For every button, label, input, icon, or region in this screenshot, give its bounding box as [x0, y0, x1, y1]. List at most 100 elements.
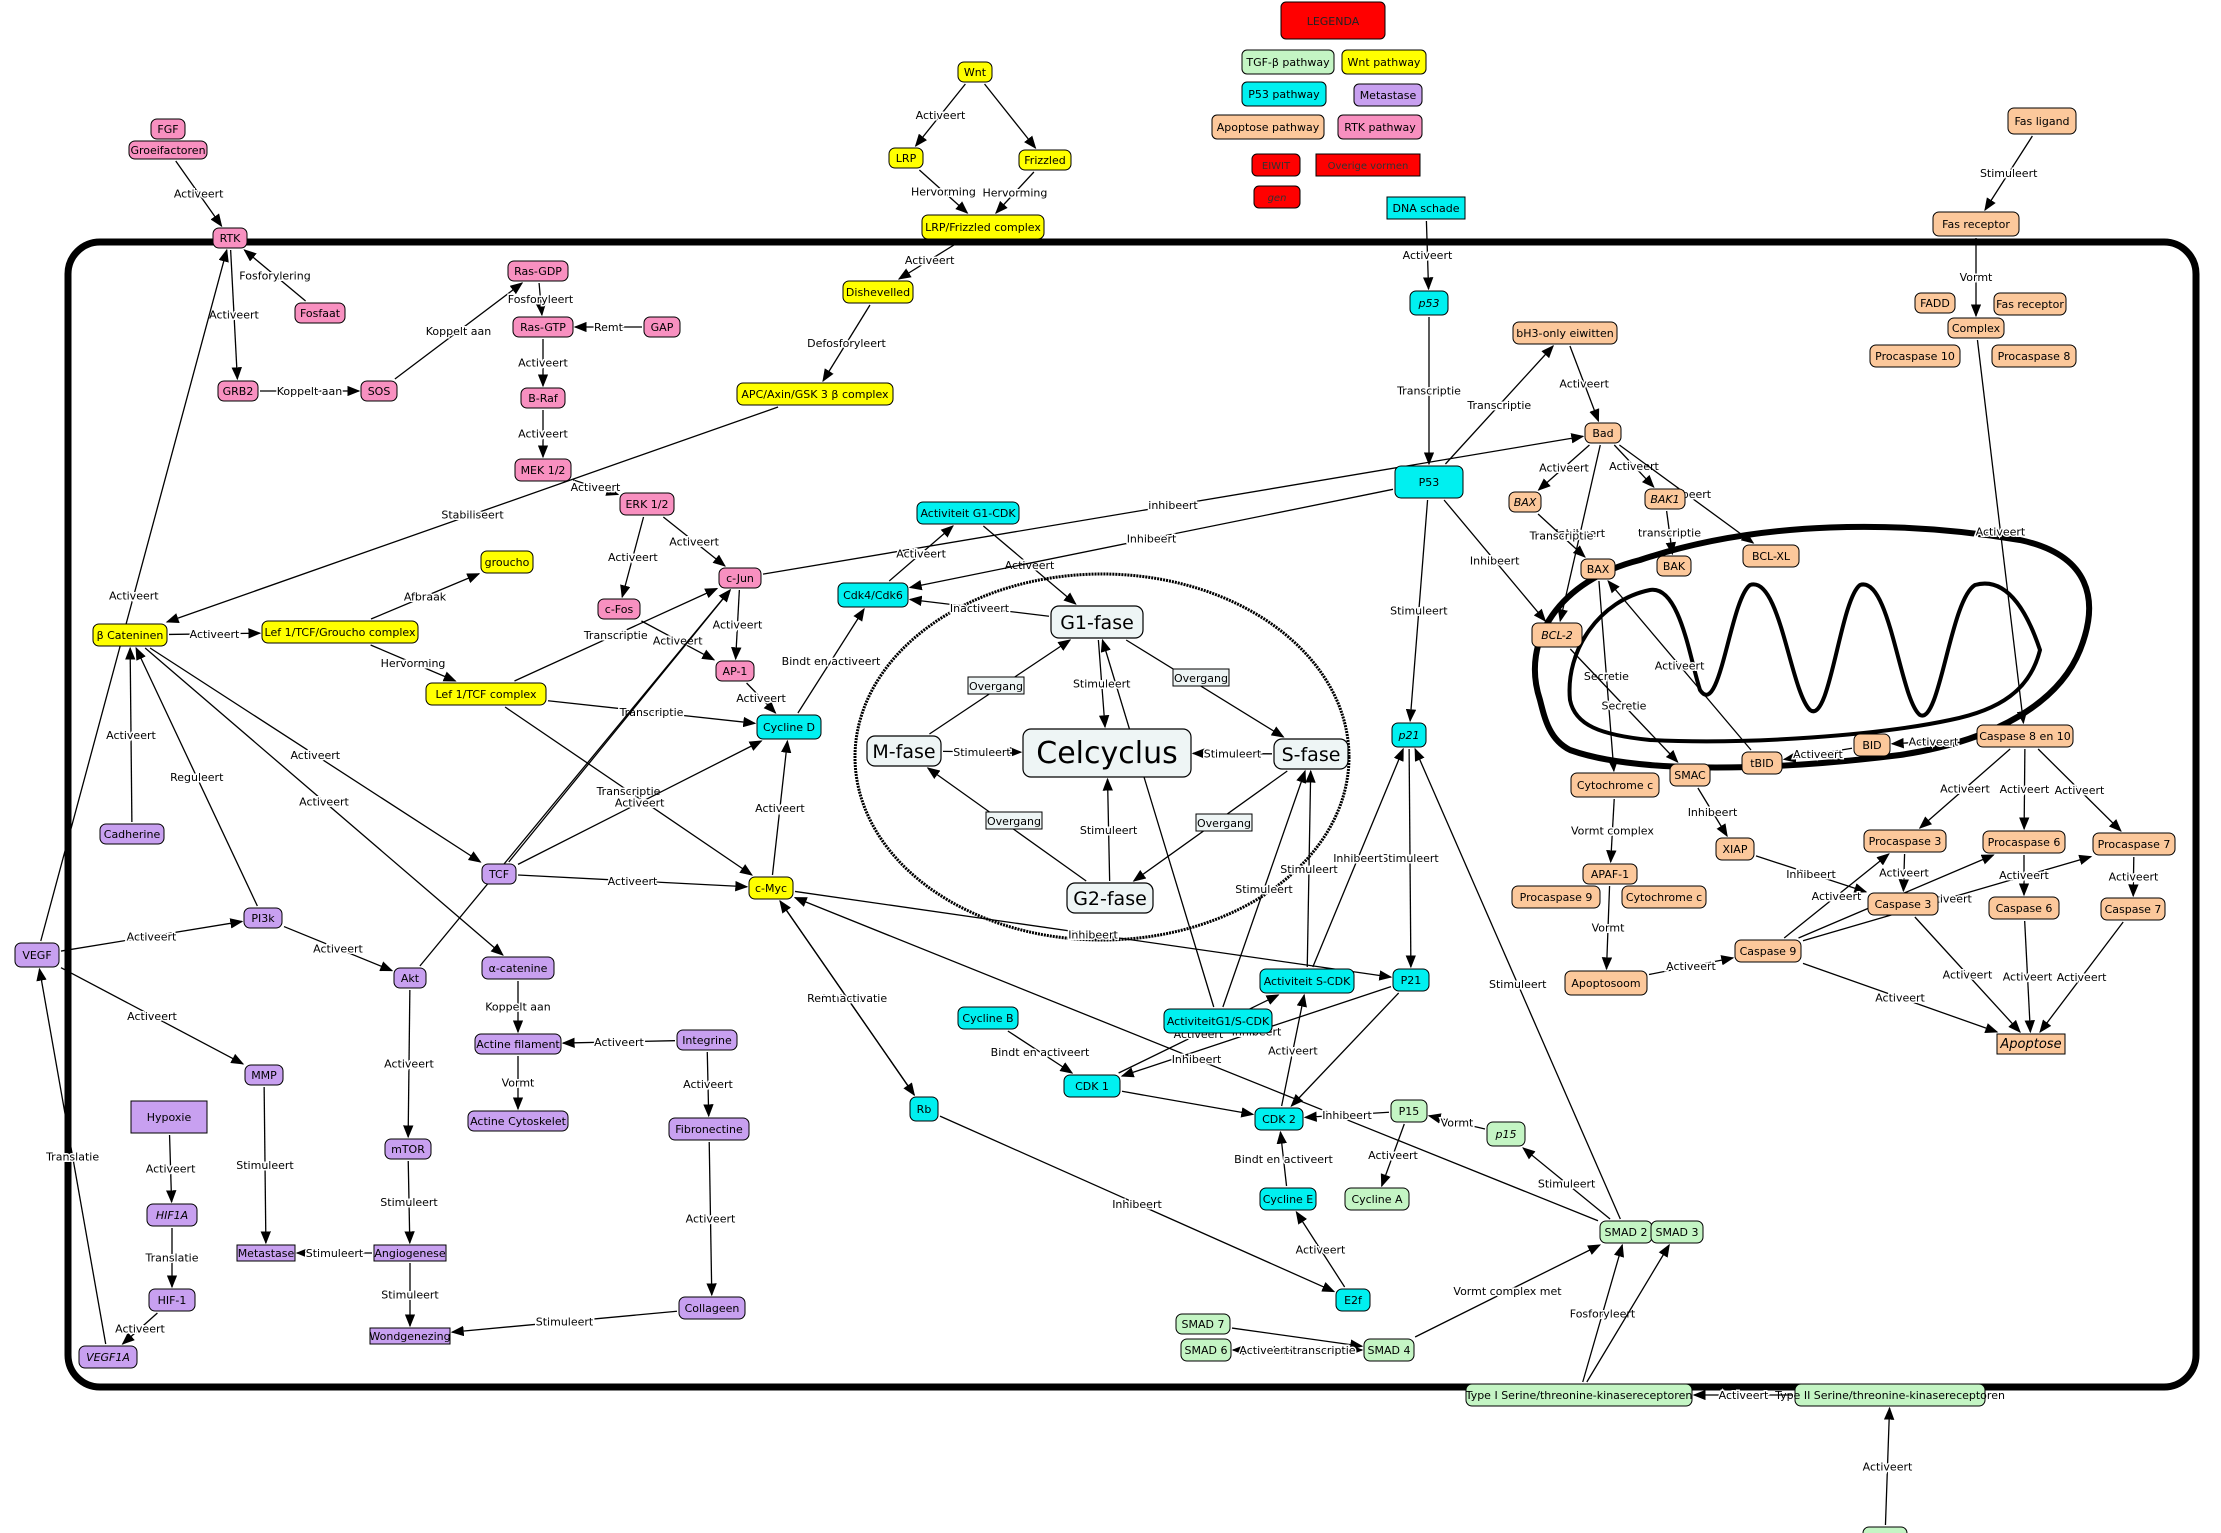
edge-label: Activeert	[896, 548, 946, 561]
node-dnaschade: DNA schade	[1386, 196, 1466, 220]
edge-label: Vormt	[1592, 922, 1625, 935]
node-groeif: Groeifactoren	[128, 140, 208, 160]
node-label: APC/Axin/GSK 3 β complex	[741, 388, 889, 401]
node-box	[1335, 1288, 1371, 1312]
node-label: Actine filament	[476, 1038, 560, 1051]
edge-label: Hervorming	[381, 657, 446, 670]
edge-label: Activeert	[1559, 378, 1609, 391]
node-box	[718, 567, 762, 589]
node-tcf: TCF	[481, 863, 517, 885]
node-box	[678, 1296, 746, 1320]
legend-eiwit-label: EIWIT	[1262, 161, 1291, 172]
edge-label: Activeert	[1719, 1389, 1769, 1402]
overgang-label: Overgang	[1174, 672, 1228, 685]
edge-phase_g1-to-phase_center	[1097, 639, 1110, 729]
edge-leftcf-to-cjun	[514, 587, 719, 682]
edge-actg1s-to-phase_g1	[1100, 638, 1215, 1008]
edge-label: Activeert	[905, 254, 955, 267]
node-box	[1650, 1220, 1704, 1244]
node-mtor: mTOR	[384, 1138, 432, 1160]
node-box	[1531, 622, 1583, 648]
node-label: RTK	[220, 232, 242, 245]
overgang-box	[985, 811, 1043, 830]
edge-integrine-to-fibronectine	[703, 1051, 714, 1118]
edge-label: Activeert	[127, 930, 177, 943]
node-label: DNA schade	[1393, 202, 1460, 215]
node-box	[916, 501, 1020, 525]
node-box	[1715, 837, 1755, 861]
phase-label: S-fase	[1282, 744, 1341, 766]
node-hif1: HIF-1	[148, 1288, 196, 1312]
edge-label: Stimuleert	[1080, 824, 1138, 837]
edge-cjun-to-bad	[762, 433, 1585, 575]
edge-label: Bindt en activeert	[782, 655, 881, 668]
node-cyclineb: Cycline B	[957, 1006, 1019, 1030]
node-label: α-catenine	[489, 962, 548, 975]
node-label: Procaspase 6	[1988, 836, 2061, 849]
edge-mtor-to-angiogenese	[404, 1160, 415, 1245]
node-label: SMAD 4	[1368, 1344, 1411, 1357]
node-box	[1391, 722, 1427, 748]
node-box	[1390, 1099, 1428, 1123]
node-rtk: RTK	[212, 227, 248, 249]
edge-type1-to-smad3	[1586, 1243, 1670, 1383]
edge-cmyc-to-p21	[794, 890, 1393, 981]
node-label: P21	[1401, 974, 1422, 987]
legend-metastase-label: Metastase	[1360, 89, 1417, 102]
node-box	[1863, 829, 1947, 853]
edge-label: Vormt complex	[1571, 825, 1654, 838]
node-label: p53	[1418, 297, 1440, 310]
node-cdk46: Cdk4/Cdk6	[837, 582, 909, 608]
edge-mek-to-erk	[572, 479, 620, 496]
edge-lrpfz-to-dishev	[897, 240, 961, 280]
edge-sos-to-rasgdp	[394, 282, 524, 380]
edge-label: Activeert	[653, 634, 703, 647]
node-box	[1175, 1313, 1231, 1335]
edge-label: Activeert	[1879, 867, 1929, 880]
phase-s: S-fase	[1273, 738, 1349, 770]
node-label: PI3k	[251, 912, 275, 925]
node-label: BCL-XL	[1752, 550, 1791, 563]
node-box	[1993, 292, 2067, 316]
edge-label: Inhibeert	[1555, 527, 1605, 540]
edge-bcl2-to-smac	[1569, 648, 1679, 763]
edge-vegf-to-rtk	[40, 248, 229, 942]
node-label: Fas ligand	[2014, 115, 2069, 128]
node-box	[294, 302, 346, 324]
edge-label: Inhibeert	[1127, 532, 1177, 545]
node-gap: GAP	[643, 316, 681, 338]
node-label: Groeifactoren	[130, 144, 205, 157]
phase-g1: G1-fase	[1050, 605, 1144, 639]
edge-casp6-to-apoptose	[2024, 920, 2035, 1034]
phase-box	[1022, 728, 1192, 778]
node-label: MMP	[251, 1069, 277, 1082]
edge-bad-to-bcl2	[1557, 444, 1601, 623]
node-label: Caspase 3	[1875, 898, 1932, 911]
edge-label: Activeert	[736, 692, 786, 705]
node-cdk2: CDK 2	[1254, 1107, 1304, 1131]
node-casp3: Caspase 3	[1867, 892, 1939, 916]
node-pc8: Procaspase 8	[1991, 344, 2077, 368]
node-label: Rb	[917, 1103, 932, 1116]
edge-xiap-to-casp3	[1755, 855, 1868, 894]
edge-label: Afbraak	[404, 590, 447, 603]
legend-title: LEGENDA	[1307, 15, 1360, 28]
node-lrpfz: LRP/Frizzled complex	[921, 214, 1045, 240]
edge-bad-to-bak1	[1613, 444, 1655, 488]
node-box	[1180, 1338, 1232, 1362]
node-label: Cycline E	[1263, 1193, 1314, 1206]
overgang-box	[967, 676, 1025, 695]
node-box	[1511, 885, 1601, 909]
node-bad: Bad	[1584, 422, 1622, 444]
node-frizzled: Frizzled	[1018, 149, 1072, 171]
edge-label: Stabiliseert	[441, 509, 504, 522]
edge-label: Stimuleert	[306, 1247, 364, 1260]
edge-label: Activeert	[1268, 1045, 1318, 1058]
edge-bad-to-baxg	[1537, 444, 1590, 491]
node-hif1a_gene: HIF1A	[146, 1203, 198, 1227]
node-cfos: c-Fos	[597, 598, 641, 620]
node-actg1: Activiteit G1-CDK	[916, 501, 1020, 525]
node-metastase: Metastase	[236, 1244, 296, 1262]
node-grb2: GRB2	[217, 380, 259, 402]
